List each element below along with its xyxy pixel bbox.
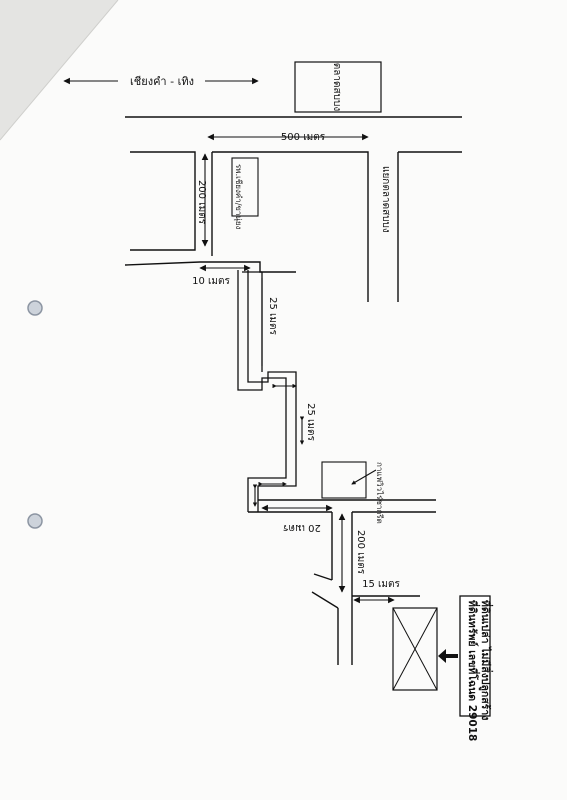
junction-label: แยกตลาดสบบง bbox=[380, 166, 391, 233]
distance-10-label: 10 เมตร bbox=[192, 276, 230, 287]
school-building bbox=[231, 157, 259, 217]
distance-20-label: 20 เมตร bbox=[282, 522, 320, 533]
distance-15-label: 15 เมตร bbox=[362, 579, 400, 590]
side-road-diag-bottom bbox=[311, 591, 339, 609]
land-info-line1: ที่ดินทรัพย์ เลขที่โฉนด 29018 bbox=[466, 600, 481, 741]
distance-25b-label: 25 เมตร bbox=[305, 403, 316, 441]
distance-200-top-label: 200 เมตร bbox=[196, 180, 207, 225]
market-building bbox=[294, 61, 382, 113]
shop-building bbox=[321, 461, 367, 499]
binder-hole-bottom bbox=[27, 513, 43, 529]
market-label: ตลาดสบบง bbox=[331, 63, 342, 112]
shop-label: กาแฟวิวไร่ชากรีต bbox=[375, 462, 384, 524]
distance-25a-label: 25 เมตร bbox=[267, 297, 278, 335]
side-road-diag-top bbox=[313, 573, 333, 581]
land-info-line2: ที่ดินเปล่า ไม่มีสิ่งปลูกสร้าง bbox=[478, 600, 494, 720]
shop-pointer-arrow bbox=[351, 469, 377, 485]
distance-500-label: 500 เมตร bbox=[281, 132, 326, 143]
direction-label: เชียงคำ - เทิง bbox=[130, 75, 194, 88]
left-block bbox=[130, 151, 196, 251]
school-label: รพ.เชียงคำ/ขานุ่ยง bbox=[234, 164, 243, 230]
fold-line bbox=[0, 0, 119, 141]
binder-hole-top bbox=[27, 300, 43, 316]
distance-200-bottom-label: 200 เมตร bbox=[355, 530, 366, 575]
land-plot bbox=[392, 607, 438, 691]
plot-pointer-head bbox=[438, 649, 446, 663]
road-at-10m bbox=[124, 261, 296, 273]
land-info-box bbox=[459, 595, 491, 717]
road-to-junction bbox=[212, 151, 369, 302]
route-outer bbox=[237, 270, 287, 512]
land-plot-cross-b bbox=[392, 607, 438, 691]
